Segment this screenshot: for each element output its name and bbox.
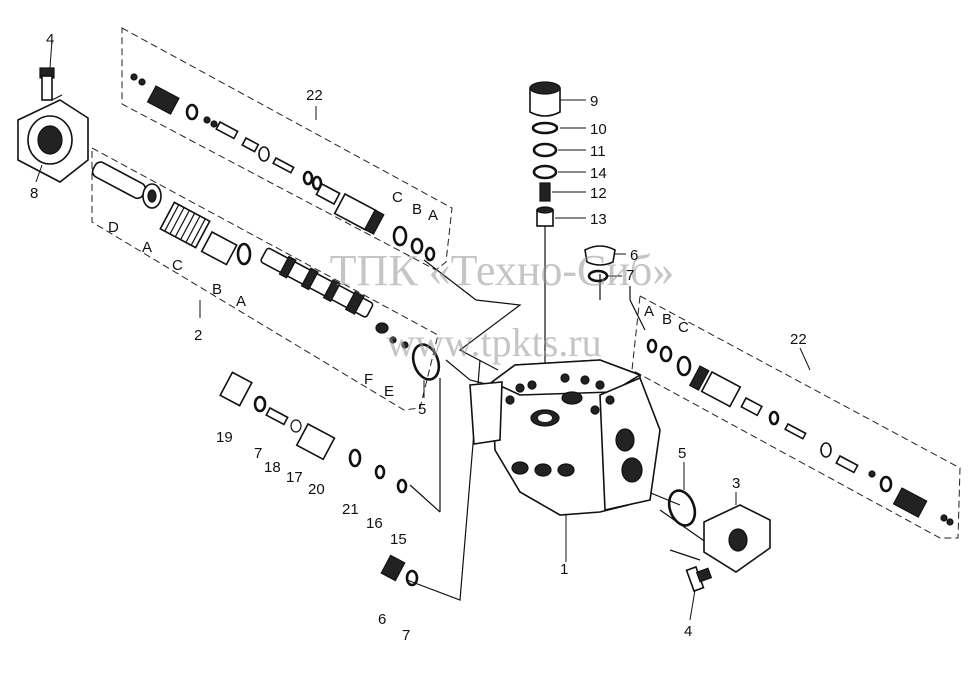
letter-f: F [364, 371, 373, 388]
callout-21: 21 [342, 501, 359, 518]
group-outline-2 [91, 147, 439, 411]
letter-a-right: A [644, 303, 654, 320]
letter-d: D [108, 219, 119, 236]
letter-b-right: B [662, 311, 672, 328]
callout-8: 8 [30, 185, 38, 202]
callout-1: 1 [560, 561, 568, 578]
callout-22-right: 22 [790, 331, 807, 348]
callout-9: 9 [590, 93, 598, 110]
valve-body-1 [469, 359, 661, 516]
callout-7-lower: 7 [402, 627, 410, 644]
relief-valve-22-top [130, 73, 436, 262]
plug-6-lower [380, 554, 419, 587]
callout-13: 13 [590, 211, 607, 228]
relief-valve-22-right [646, 338, 954, 526]
watermark-url: www.tpkts.ru [386, 320, 601, 365]
callout-5-right: 5 [678, 445, 686, 462]
callout-19: 19 [216, 429, 233, 446]
letter-a-top: A [428, 207, 438, 224]
callout-3: 3 [732, 475, 740, 492]
callout-12: 12 [590, 185, 607, 202]
valve-group-19-21 [219, 371, 408, 494]
plug-stack-9-14 [529, 81, 561, 227]
letter-a-spool-right: A [236, 293, 246, 310]
callout-7-upper: 7 [626, 267, 634, 284]
callout-7-mid: 7 [254, 445, 262, 462]
callout-15: 15 [390, 531, 407, 548]
callout-6-upper: 6 [630, 247, 638, 264]
o-ring-5-left [411, 343, 441, 381]
bolt-4-top [39, 67, 55, 101]
group-outline-22-right [631, 295, 961, 539]
callout-11: 11 [590, 143, 606, 160]
callout-4-bottom: 4 [684, 623, 692, 640]
letter-a-spool-left: A [142, 239, 152, 256]
callout-22-top: 22 [306, 87, 323, 104]
spool-assembly-2 [91, 161, 409, 349]
group-outline-22-top [121, 27, 453, 271]
bolt-4-bottom [685, 565, 713, 593]
callout-4-top: 4 [46, 31, 54, 48]
callout-5-left: 5 [418, 401, 426, 418]
callout-16: 16 [366, 515, 383, 532]
flange-part-3 [703, 504, 771, 573]
plug-6-upper [584, 245, 616, 283]
flange-part-8 [17, 99, 89, 183]
watermark-company: ТПК «Техно-Сиб» [330, 246, 675, 295]
o-ring-5-right [667, 489, 697, 527]
callout-20: 20 [308, 481, 325, 498]
letter-c-spool: C [172, 257, 183, 274]
letter-e: E [384, 383, 394, 400]
callout-2: 2 [194, 327, 202, 344]
callout-14: 14 [590, 165, 607, 182]
letter-b-spool: B [212, 281, 222, 298]
letter-c-top: C [392, 189, 403, 206]
callout-18: 18 [264, 459, 281, 476]
callout-10: 10 [590, 121, 607, 138]
letter-b-top: B [412, 201, 422, 218]
letter-c-right: C [678, 319, 689, 336]
callout-17: 17 [286, 469, 303, 486]
callout-6-lower: 6 [378, 611, 386, 628]
leader-lines [35, 39, 811, 621]
